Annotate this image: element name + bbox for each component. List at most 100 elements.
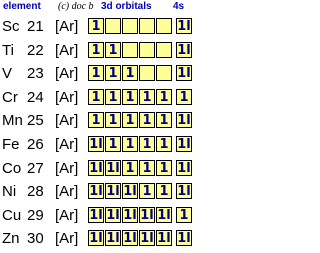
3d-orbital-box: 1: [139, 160, 155, 176]
argon-core-label: [Ar]: [55, 136, 79, 153]
3d-orbitals-heading: 3d orbitals: [101, 1, 152, 12]
3d-orbital-box: 1: [156, 112, 172, 128]
3d-orbital-box: [139, 42, 155, 58]
3d-orbital-box: 1l: [122, 183, 138, 199]
3d-orbital-box: 1l: [139, 207, 155, 223]
argon-core-label: [Ar]: [55, 183, 79, 200]
3d-orbital-box: 1: [105, 89, 121, 105]
element-symbol: V: [2, 65, 13, 82]
element-symbol: Cr: [2, 89, 18, 106]
3d-orbital-box: 1l: [105, 230, 121, 246]
atomic-number: 23: [27, 65, 44, 82]
3d-orbital-box: 1l: [88, 183, 104, 199]
4s-orbital-box: 1l: [176, 65, 192, 81]
4s-orbital-box: 1l: [176, 112, 192, 128]
3d-orbital-box: 1: [105, 112, 121, 128]
3d-orbital-box: 1: [88, 65, 104, 81]
element-symbol: Sc: [2, 18, 20, 35]
3d-orbital-box: 1l: [88, 207, 104, 223]
atomic-number: 24: [27, 89, 44, 106]
3d-orbital-box: 1: [122, 160, 138, 176]
3d-orbital-box: 1l: [88, 230, 104, 246]
3d-orbital-box: [122, 42, 138, 58]
argon-core-label: [Ar]: [55, 207, 79, 224]
3d-orbital-box: 1: [88, 18, 104, 34]
3d-orbital-box: 1: [122, 136, 138, 152]
element-symbol: Mn: [2, 112, 23, 129]
3d-orbital-box: 1: [122, 89, 138, 105]
4s-orbital-box: 1l: [176, 18, 192, 34]
3d-orbital-box: 1: [156, 183, 172, 199]
element-symbol: Ti: [2, 42, 14, 59]
3d-orbital-box: [156, 18, 172, 34]
element-symbol: Fe: [2, 136, 20, 153]
argon-core-label: [Ar]: [55, 18, 79, 35]
argon-core-label: [Ar]: [55, 230, 79, 247]
3d-orbital-box: 1l: [122, 207, 138, 223]
element-symbol: Ni: [2, 183, 17, 200]
3d-orbital-box: 1: [156, 160, 172, 176]
4s-orbital-box: 1l: [176, 183, 192, 199]
3d-orbital-box: 1l: [88, 160, 104, 176]
4s-orbital-heading: 4s: [173, 1, 185, 12]
4s-orbital-box: 1l: [176, 136, 192, 152]
3d-orbital-box: 1l: [156, 230, 172, 246]
4s-orbital-box: 1l: [176, 42, 192, 58]
3d-orbital-box: 1: [88, 42, 104, 58]
element-symbol: Cu: [2, 207, 22, 224]
3d-orbital-box: 1l: [105, 160, 121, 176]
3d-orbital-box: 1l: [105, 207, 121, 223]
3d-orbital-box: 1l: [122, 230, 138, 246]
3d-orbital-box: 1: [139, 183, 155, 199]
atomic-number: 25: [27, 112, 44, 129]
3d-orbital-box: 1l: [88, 136, 104, 152]
3d-orbital-box: 1: [105, 42, 121, 58]
3d-orbital-box: [139, 65, 155, 81]
4s-orbital-box: 1l: [176, 160, 192, 176]
4s-orbital-box: 1: [176, 207, 192, 223]
3d-orbital-box: 1l: [139, 230, 155, 246]
3d-orbital-box: 1: [156, 89, 172, 105]
3d-orbital-box: 1: [156, 136, 172, 152]
argon-core-label: [Ar]: [55, 89, 79, 106]
3d-orbital-box: [156, 65, 172, 81]
atomic-number: 27: [27, 160, 44, 177]
3d-orbital-box: 1: [139, 112, 155, 128]
3d-orbital-box: 1: [88, 89, 104, 105]
argon-core-label: [Ar]: [55, 112, 79, 129]
3d-orbital-box: 1: [105, 65, 121, 81]
4s-orbital-box: 1l: [176, 230, 192, 246]
3d-orbital-box: [122, 18, 138, 34]
3d-orbital-box: 1: [105, 136, 121, 152]
atomic-number: 29: [27, 207, 44, 224]
3d-orbital-box: 1: [139, 89, 155, 105]
atomic-number: 28: [27, 183, 44, 200]
3d-orbital-box: 1l: [105, 183, 121, 199]
atomic-number: 21: [27, 18, 44, 35]
element-column-heading: element: [3, 1, 41, 12]
argon-core-label: [Ar]: [55, 65, 79, 82]
3d-orbital-box: [156, 42, 172, 58]
argon-core-label: [Ar]: [55, 160, 79, 177]
3d-orbital-box: [139, 18, 155, 34]
credit-text: (c) doc b: [58, 1, 94, 12]
element-symbol: Zn: [2, 230, 20, 247]
argon-core-label: [Ar]: [55, 42, 79, 59]
atomic-number: 22: [27, 42, 44, 59]
3d-orbital-box: [105, 18, 121, 34]
3d-orbital-box: 1: [139, 136, 155, 152]
atomic-number: 30: [27, 230, 44, 247]
element-row: Sc 21 [Ar] 1 1l: [0, 16, 196, 37]
3d-orbital-box: 1l: [156, 207, 172, 223]
atomic-number: 26: [27, 136, 44, 153]
3d-orbital-box: 1: [122, 65, 138, 81]
